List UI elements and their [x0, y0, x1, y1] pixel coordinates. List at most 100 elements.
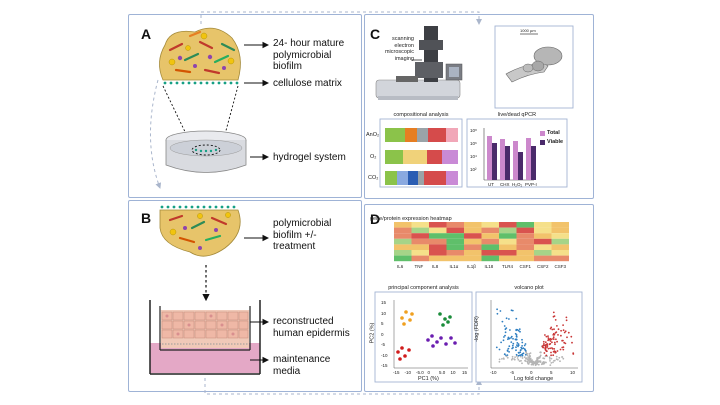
heatmap-col-label: IL18 — [484, 264, 494, 269]
volcano-point — [565, 316, 568, 319]
volcano-point — [557, 334, 559, 336]
volcano-point — [553, 333, 556, 336]
heatmap-cell — [516, 255, 534, 262]
qpcr-bar-chx-total — [500, 139, 505, 180]
heatmap-col-label: IL1β — [467, 264, 476, 269]
volcano-point — [525, 352, 528, 355]
heatmap-cell — [516, 250, 534, 256]
heatmap-cell — [551, 244, 569, 250]
volcano-point — [519, 355, 522, 358]
heatmap-cell — [464, 233, 482, 239]
heatmap-cell — [464, 244, 482, 250]
volcano-point — [553, 348, 556, 350]
pca-ytick: 15 — [381, 300, 387, 305]
volcano-point — [511, 344, 514, 347]
pca-xtick: -15 — [393, 370, 400, 375]
volcano-point — [553, 359, 556, 362]
heatmap-cell — [446, 233, 464, 239]
volcano-point — [508, 337, 511, 340]
volcano-point — [517, 354, 520, 357]
volcano-point — [542, 346, 545, 349]
volcano-point — [524, 343, 527, 345]
qpcr-tick-1: 10⁸ — [470, 128, 477, 133]
compositional-analysis-chart — [379, 118, 463, 188]
volcano-point — [505, 317, 508, 320]
legend-viable-label: Viable — [547, 139, 564, 145]
volcano-point — [507, 347, 510, 350]
volcano-point — [496, 312, 499, 315]
pca-ytick: 5 — [381, 321, 384, 326]
volcano-point — [556, 340, 558, 343]
volcano-point — [562, 348, 565, 351]
volcano-point — [519, 330, 521, 333]
heatmap-cell — [464, 238, 482, 245]
volcano-xtick: 5 — [550, 370, 553, 375]
heatmap-cell — [429, 233, 447, 239]
volcano-point — [515, 346, 517, 349]
heatmap-cell — [499, 227, 517, 234]
volcano-point — [544, 341, 547, 344]
volcano-point — [517, 345, 519, 348]
volcano-point — [521, 362, 523, 365]
volcano-point — [508, 351, 510, 353]
volcano-point — [511, 347, 513, 350]
volcano-point — [510, 309, 513, 312]
biofilm-treatment-label: polymicrobial biofilm +/- treatment — [273, 218, 332, 252]
volcano-point — [557, 328, 560, 331]
heatmap-title: gene/protein expression heatmap — [370, 216, 452, 222]
volcano-point — [529, 352, 532, 354]
volcano-point — [552, 361, 554, 364]
legend-viable-swatch — [540, 140, 545, 145]
connector-b-to-d — [204, 378, 482, 395]
volcano-point — [521, 347, 523, 350]
heatmap-cell — [551, 233, 569, 239]
volcano-point — [525, 357, 528, 359]
qpcr-bar-ut-total — [487, 136, 492, 180]
volcano-point — [563, 331, 566, 334]
volcano-point — [560, 334, 562, 337]
heatmap-cell — [534, 244, 552, 250]
heatmap-cell — [481, 244, 499, 250]
volcano-point — [554, 343, 556, 346]
pca-ytick: -10 — [381, 352, 388, 358]
heatmap-col-label: CSF2 — [537, 264, 549, 269]
heatmap-cell — [534, 227, 552, 234]
volcano-point — [545, 354, 548, 357]
volcano-point — [562, 324, 564, 326]
heatmap-cell — [429, 238, 447, 245]
volcano-point — [562, 346, 565, 348]
heatmap-cell — [464, 222, 482, 228]
heatmap-cell — [551, 250, 569, 256]
hydrogel-dish — [165, 130, 247, 173]
volcano-point — [515, 349, 517, 352]
volcano-point — [543, 357, 546, 360]
heatmap-cell — [516, 244, 534, 250]
volcano-point — [506, 356, 509, 359]
volcano-point — [521, 338, 523, 341]
heatmap-cell — [499, 222, 517, 228]
volcano-point — [542, 361, 545, 363]
volcano-point — [510, 335, 513, 338]
volcano-point — [544, 345, 547, 348]
volcano-point — [559, 348, 562, 351]
heatmap-cell — [551, 227, 569, 234]
volcano-point — [556, 358, 559, 361]
volcano-point — [510, 341, 513, 343]
volcano-point — [553, 350, 556, 352]
volcano-point — [521, 341, 524, 344]
heatmap-cell — [394, 244, 412, 250]
volcano-point — [554, 319, 557, 321]
volcano-point — [556, 350, 559, 352]
volcano-point — [547, 335, 549, 337]
volcano-xtick: 0 — [530, 370, 533, 375]
heatmap-cell — [429, 222, 447, 228]
volcano-point — [521, 357, 524, 359]
heatmap-cell — [534, 222, 552, 228]
heatmap-cell — [499, 244, 517, 250]
volcano-point — [552, 354, 555, 357]
pca-xtick: 0 — [427, 370, 431, 375]
volcano-point — [507, 338, 509, 341]
connector-a-to-c — [200, 11, 482, 25]
pca-ylabel: PC2 (%) — [369, 322, 376, 344]
